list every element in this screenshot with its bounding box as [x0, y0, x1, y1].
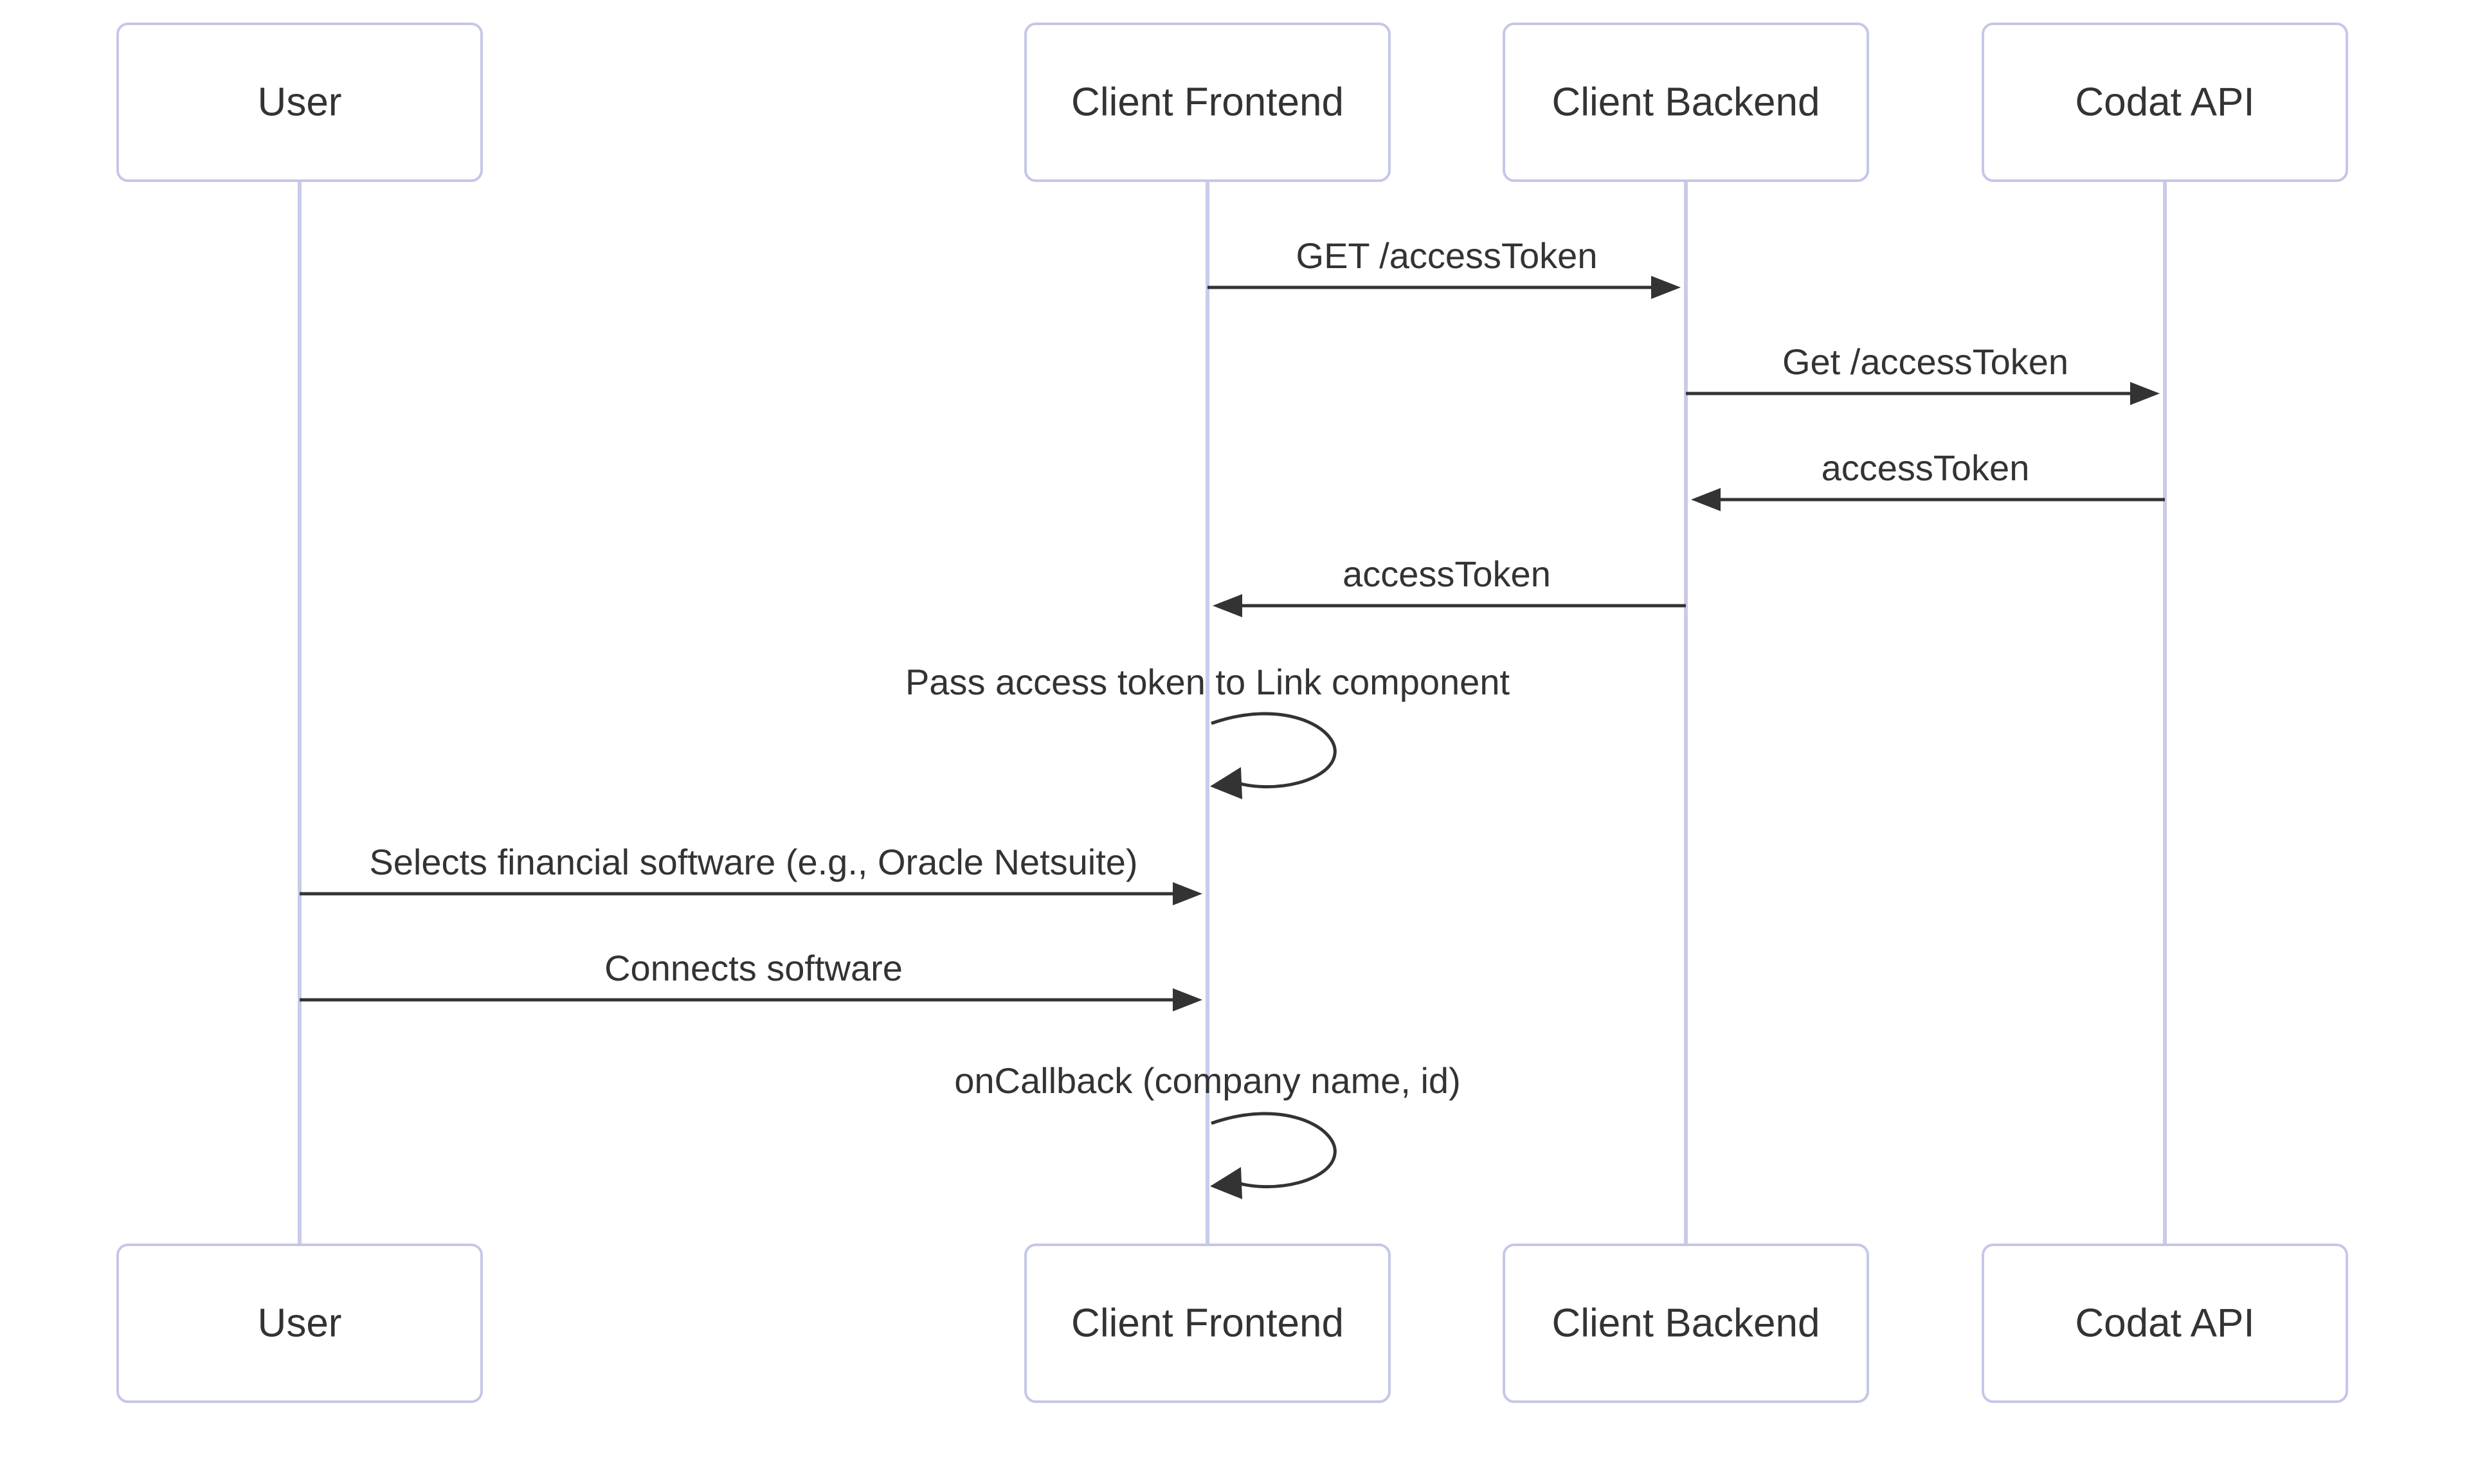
message-label: accessToken	[1822, 448, 2030, 488]
message-arrowhead-icon	[1173, 882, 1202, 905]
message-arrowhead-icon	[1651, 276, 1681, 299]
self-loop	[1210, 1112, 1337, 1199]
actor-box-top-codat	[1982, 23, 2348, 182]
message-label: accessToken	[1343, 554, 1551, 594]
actor-box-bottom-user	[116, 1244, 483, 1403]
actor-box-top-backend	[1503, 23, 1869, 182]
actor-box-bottom-frontend	[1024, 1244, 1391, 1403]
actor-label-top-user: User	[258, 80, 342, 125]
actor-label-top-backend: Client Backend	[1551, 80, 1820, 125]
actor-box-top-user	[116, 23, 483, 182]
actor-label-bottom-backend: Client Backend	[1551, 1301, 1820, 1346]
actor-label-bottom-user: User	[258, 1301, 342, 1346]
actor-box-bottom-codat	[1982, 1244, 2348, 1403]
message-label: Get /accessToken	[1782, 341, 2068, 382]
actor-label-top-frontend: Client Frontend	[1071, 80, 1344, 125]
message-arrowhead-icon	[2130, 382, 2160, 405]
self-loop-arrowhead-icon	[1210, 1167, 1242, 1199]
self-loop-curve	[1211, 712, 1337, 788]
self-loop	[1210, 712, 1337, 799]
message-label: GET /accessToken	[1296, 235, 1598, 276]
message-label: Connects software	[604, 948, 903, 988]
actor-label-bottom-frontend: Client Frontend	[1071, 1301, 1344, 1346]
actor-box-top-frontend	[1024, 23, 1391, 182]
message-arrowhead-icon	[1173, 988, 1202, 1011]
actor-label-bottom-codat: Codat API	[2075, 1301, 2254, 1346]
message-label: Selects financial software (e.g., Oracle…	[369, 842, 1137, 882]
message-arrowhead-icon	[1691, 488, 1721, 511]
self-loop-curve	[1211, 1112, 1337, 1188]
message-arrowhead-icon	[1213, 594, 1242, 617]
self-loop-arrowhead-icon	[1210, 767, 1242, 799]
self-message-label: onCallback (company name, id)	[954, 1060, 1460, 1101]
self-message-label: Pass access token to Link component	[905, 662, 1510, 702]
actor-box-bottom-backend	[1503, 1244, 1869, 1403]
actor-label-top-codat: Codat API	[2075, 80, 2254, 125]
